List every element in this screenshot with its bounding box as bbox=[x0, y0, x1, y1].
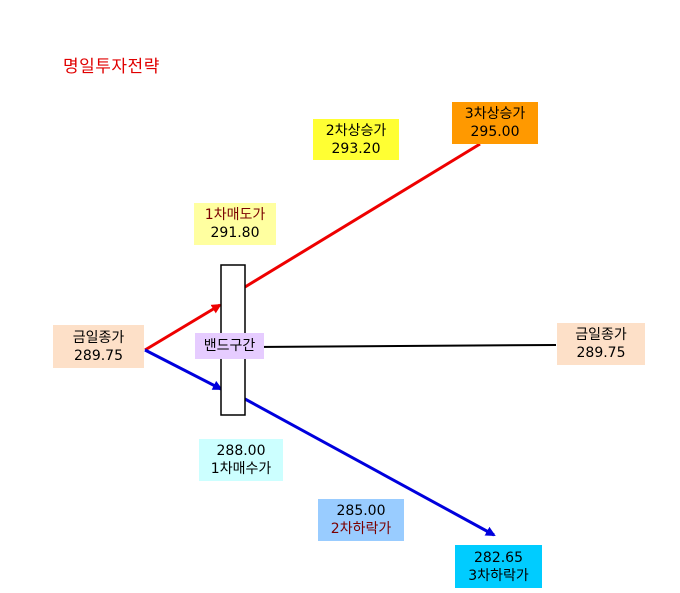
fall3-label: 3차하락가 bbox=[468, 567, 529, 584]
today-close-left-label: 금일종가 bbox=[72, 329, 125, 346]
rise3-value: 295.00 bbox=[470, 124, 520, 140]
band-label-box: 밴드구간 bbox=[195, 333, 264, 359]
fall3-box: 282.65 3차하락가 bbox=[455, 545, 542, 588]
today-close-left-box: 금일종가 289.75 bbox=[53, 325, 144, 368]
flat-line bbox=[244, 344, 557, 348]
rise2-value: 293.20 bbox=[331, 140, 381, 157]
up-line-to-rise3 bbox=[244, 142, 481, 289]
page-title: 명일투자전략 bbox=[63, 57, 160, 77]
buy1-label: 1차매수가 bbox=[210, 461, 272, 477]
down-arrow-to-band bbox=[144, 348, 223, 391]
fall2-value: 285.00 bbox=[336, 503, 386, 519]
fall2-label: 2차하락가 bbox=[330, 521, 392, 537]
rise2-label: 2차상승가 bbox=[325, 122, 387, 139]
today-close-right-value: 289.75 bbox=[576, 345, 626, 361]
up-arrow-to-band bbox=[144, 303, 222, 352]
band-label: 밴드구간 bbox=[203, 338, 256, 354]
sell1-label: 1차매도가 bbox=[204, 207, 266, 223]
buy1-value: 288.00 bbox=[216, 443, 266, 459]
sell1-box: 1차매도가 291.80 bbox=[194, 203, 276, 245]
fall3-value: 282.65 bbox=[474, 549, 523, 566]
today-close-left-value: 289.75 bbox=[74, 347, 123, 364]
rise2-box: 2차상승가 293.20 bbox=[313, 119, 399, 160]
today-close-right-label: 금일종가 bbox=[575, 327, 627, 343]
buy1-box: 288.00 1차매수가 bbox=[199, 439, 283, 481]
fall2-box: 285.00 2차하락가 bbox=[318, 499, 404, 541]
today-close-right-box: 금일종가 289.75 bbox=[557, 323, 645, 365]
down-arrow-to-fall3 bbox=[244, 397, 496, 537]
sell1-value: 291.80 bbox=[210, 225, 260, 241]
rise3-label: 3차상승가 bbox=[464, 106, 526, 122]
rise3-box: 3차상승가 295.00 bbox=[452, 102, 538, 144]
